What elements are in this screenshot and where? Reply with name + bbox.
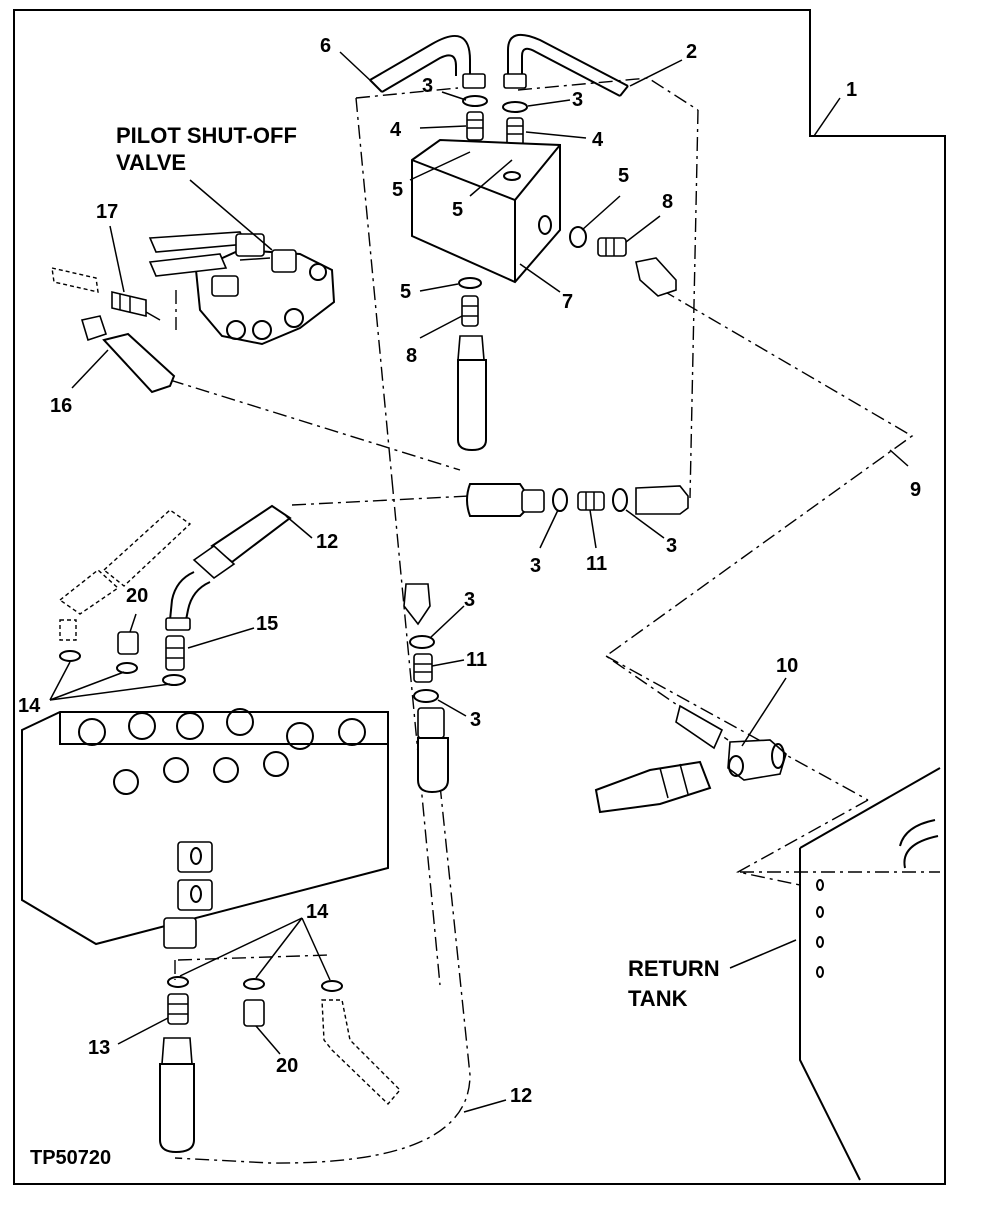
callout-14: 14 — [18, 695, 41, 717]
tee-10-assembly — [594, 704, 787, 814]
callout-3: 3 — [572, 89, 583, 111]
callout-12: 12 — [316, 531, 338, 553]
callout-3: 3 — [470, 709, 481, 731]
callout-2: 2 — [686, 41, 697, 63]
hose-12-upper — [58, 504, 292, 631]
callout-1: 1 — [846, 79, 857, 101]
callout-5: 5 — [452, 199, 463, 221]
callout-4: 4 — [592, 129, 604, 151]
callout-3: 3 — [666, 535, 677, 557]
hose-16-assembly — [51, 267, 176, 394]
callout-15: 15 — [256, 613, 278, 635]
callout-16: 16 — [50, 395, 72, 417]
callout-6: 6 — [320, 35, 331, 57]
label-pilot-shut-off-line2: VALVE — [116, 150, 186, 175]
control-valve — [21, 708, 389, 949]
tube-6 — [369, 35, 486, 93]
callout-3: 3 — [422, 75, 433, 97]
callout-10: 10 — [776, 655, 798, 677]
return-tank — [799, 767, 941, 1181]
callout-11: 11 — [586, 553, 607, 575]
frame-border — [13, 9, 946, 1185]
callout-7: 7 — [562, 291, 573, 313]
callout-numbers: 1 2 6 3 3 4 4 5 5 5 8 7 5 8 17 16 9 12 3… — [18, 35, 921, 1107]
callout-9: 9 — [910, 479, 921, 501]
callout-5: 5 — [618, 165, 629, 187]
callout-5: 5 — [400, 281, 411, 303]
callout-5: 5 — [392, 179, 403, 201]
label-pilot-shut-off-line1: PILOT SHUT-OFF — [116, 123, 297, 148]
callout-13: 13 — [88, 1037, 110, 1059]
callout-8: 8 — [406, 345, 417, 367]
label-return-tank-line1: RETURN — [628, 956, 720, 981]
callout-3: 3 — [464, 589, 475, 611]
callout-17: 17 — [96, 201, 118, 223]
text-labels: PILOT SHUT-OFF VALVE RETURN TANK TP50720 — [30, 123, 720, 1169]
callout-8: 8 — [662, 191, 673, 213]
block-7 — [411, 138, 561, 284]
bottom-fittings — [159, 976, 401, 1154]
leader-lines — [49, 51, 909, 1113]
middle-connectors — [466, 483, 689, 517]
callout-20: 20 — [126, 585, 148, 607]
side-fittings — [569, 226, 677, 297]
lower-block-fittings — [457, 277, 487, 452]
top-valve-parts — [59, 619, 186, 686]
reference-lines — [169, 77, 940, 1164]
callout-4: 4 — [390, 119, 402, 141]
pilot-shut-off-valve — [148, 231, 336, 346]
callout-3: 3 — [530, 555, 541, 577]
callout-11: 11 — [466, 649, 487, 671]
callout-14: 14 — [306, 901, 329, 923]
figure-id: TP50720 — [30, 1147, 111, 1169]
tube-2 — [503, 33, 629, 97]
callout-20: 20 — [276, 1055, 298, 1077]
center-fittings — [403, 583, 449, 794]
label-return-tank-line2: TANK — [628, 986, 688, 1011]
callout-12: 12 — [510, 1085, 532, 1107]
